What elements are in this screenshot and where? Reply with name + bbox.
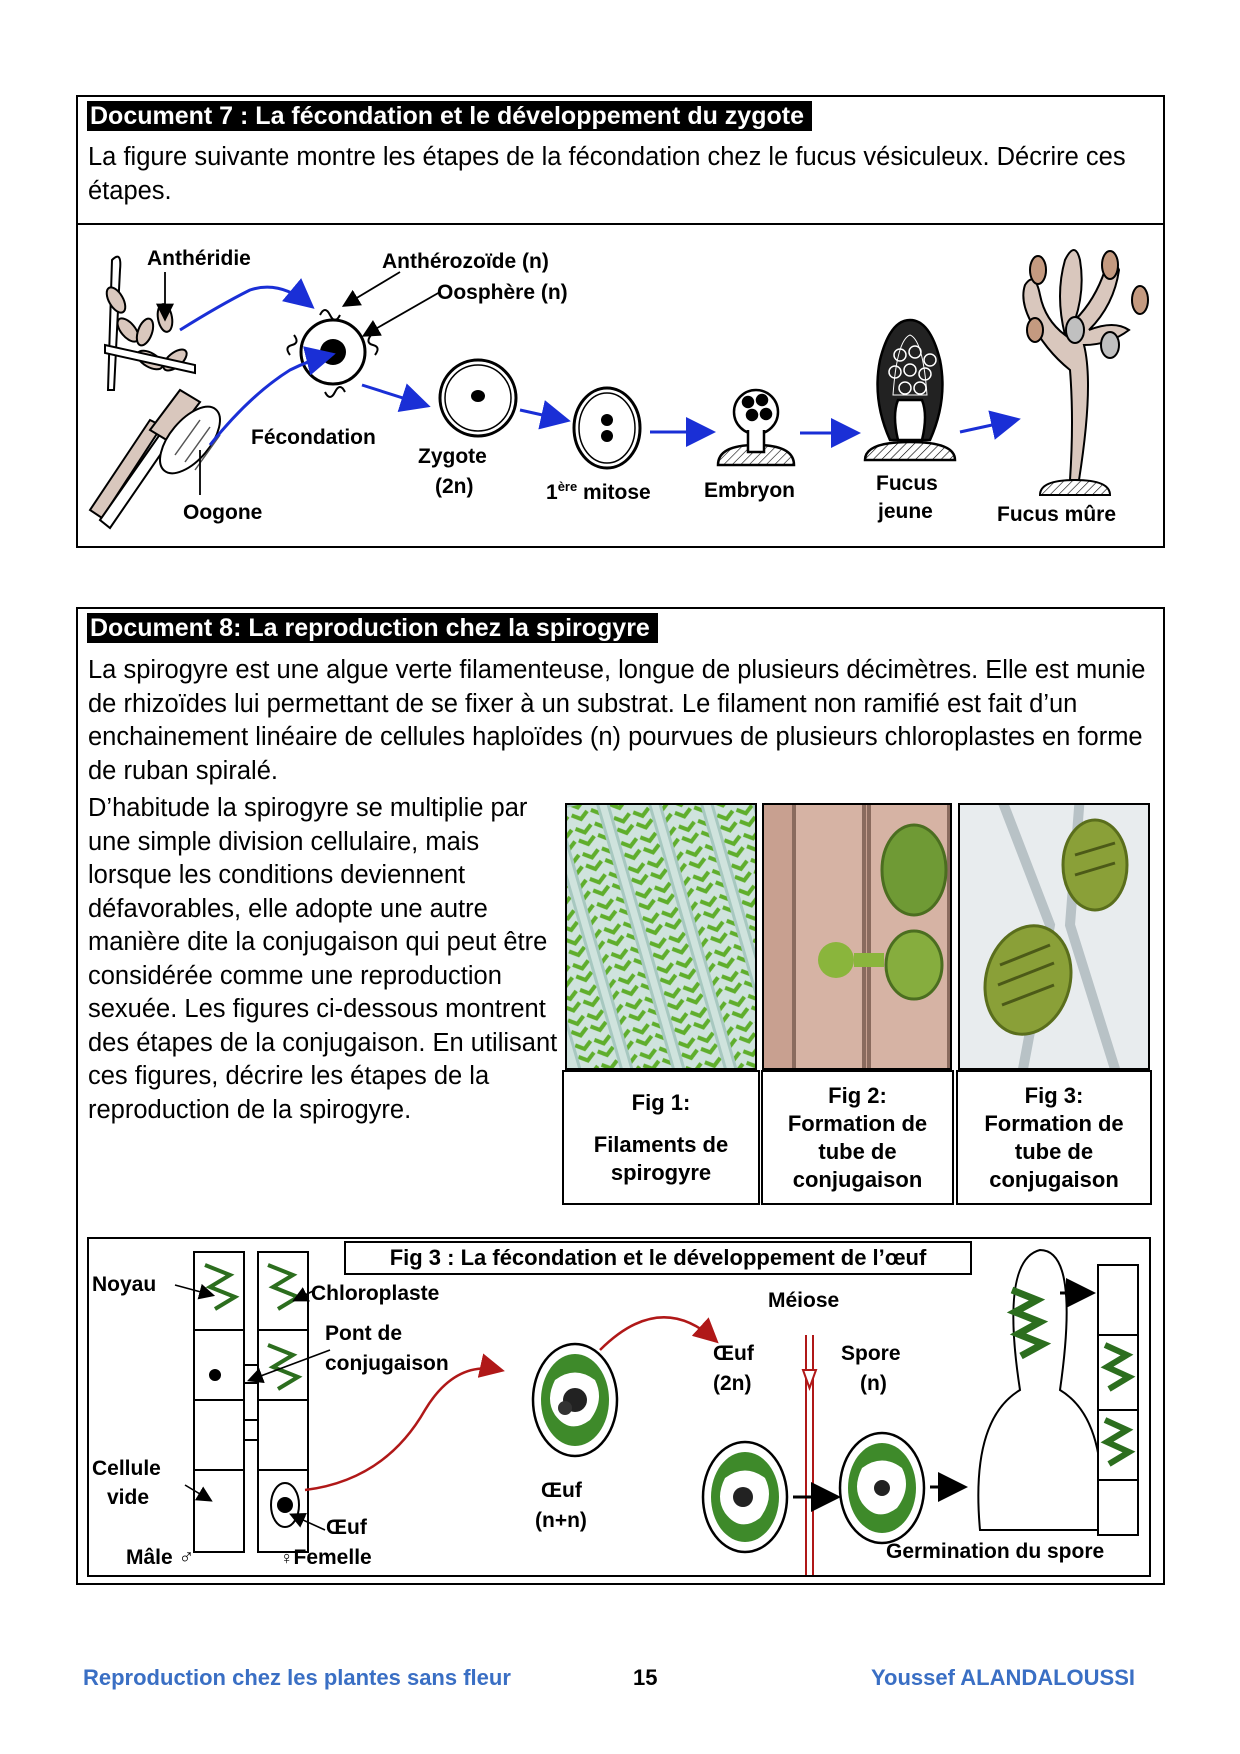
egg-2n [703,1442,787,1552]
female-symbol-icon: ♀ [280,1548,294,1568]
label-chloroplaste: Chloroplaste [311,1281,439,1307]
label-oeuf-nn-2: (n+n) [535,1508,587,1534]
label-male: Mâle ♂ [126,1545,194,1571]
page-number: 15 [633,1665,657,1691]
label-germination: Germination du spore [886,1539,1104,1565]
label-cellule-vide-2: vide [107,1485,149,1511]
label-oeuf-2n-1: Œuf [713,1341,754,1367]
footer-left: Reproduction chez les plantes sans fleur [83,1665,511,1691]
conjugating-filaments [194,1252,308,1552]
label-noyau: Noyau [92,1272,156,1298]
label-oeuf-small: Œuf [326,1515,367,1541]
label-cellule-vide-1: Cellule [92,1456,161,1482]
label-spore-1: Spore [841,1341,901,1367]
male-symbol-icon: ♂ [179,1546,195,1569]
new-filament [1098,1265,1138,1535]
label-spore-2: (n) [860,1371,887,1397]
spore-n [840,1433,924,1543]
egg-n-plus-n [533,1344,617,1456]
spirogyra-conjugation-figure [0,0,1240,1600]
label-pont-2: conjugaison [325,1351,449,1377]
label-femelle: ♀Femelle [280,1545,372,1571]
label-male-text: Mâle [126,1546,173,1569]
label-femelle-text: Femelle [294,1546,372,1569]
label-meiose: Méiose [768,1288,839,1314]
label-oeuf-2n-2: (2n) [713,1371,752,1397]
label-oeuf-nn-1: Œuf [541,1478,582,1504]
label-pont-1: Pont de [325,1321,402,1347]
footer-right: Youssef ALANDALOUSSI [871,1665,1135,1691]
meiosis-divider [803,1335,816,1575]
